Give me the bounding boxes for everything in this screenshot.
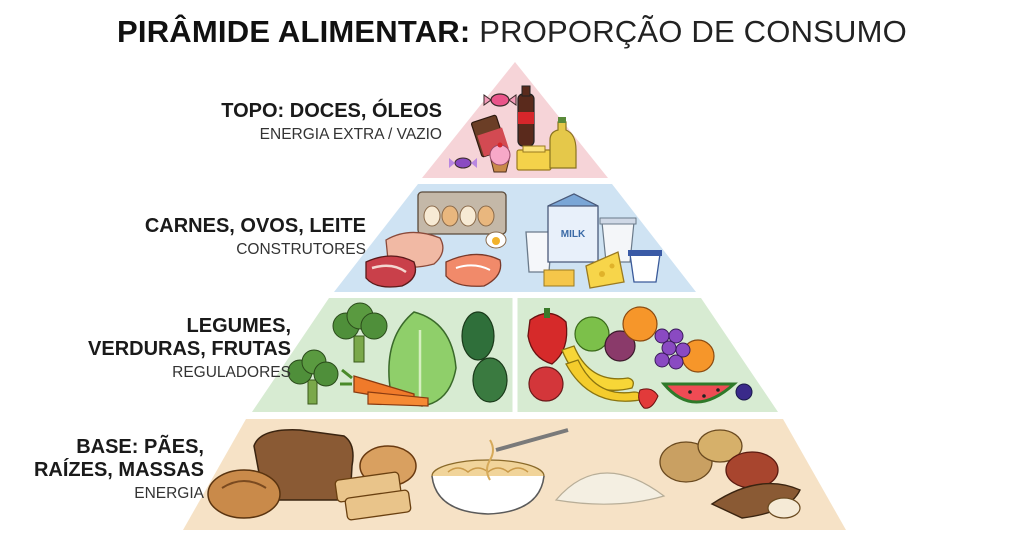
fish-icon [445,253,502,287]
tier-veg-heading-2: VERDURAS, FRUTAS [88,338,291,360]
wrapped-candy-icon [449,157,477,169]
cheese-icon [543,251,625,289]
broccoli-icon-2 [287,349,339,405]
title-bold: PIRÂMIDE ALIMENTAR: [117,14,471,49]
pasta-icon [431,428,569,515]
tier-protein-label: CARNES, OVOS, LEITE CONSTRUTORES [145,215,366,259]
tier-protein-subtitle: CONSTRUTORES [236,241,366,258]
cupcake-icon [489,142,511,173]
milk-label: MILK [561,229,586,240]
banana-icon [561,345,642,402]
watermelon-icon [660,382,738,404]
tier-base-heading-1: BASE: PÃES, [76,436,204,458]
tier-top-subtitle: ENERGIA EXTRA / VAZIO [259,126,442,143]
tier-veg-heading-1: LEGUMES, [186,315,291,337]
egg-carton-icon [417,191,507,249]
tier-top-label: TOPO: DOCES, ÓLEOS ENERGIA EXTRA / VAZIO [221,100,442,144]
tier-protein-heading: CARNES, OVOS, LEITE [144,215,366,237]
lettuce-icon [388,311,457,407]
butter-icon [516,145,552,171]
cassava-icon [710,482,801,519]
tier-veg-subtitle: REGULADORES [172,364,291,381]
oil-bottle-icon [549,117,577,169]
grape-icon [654,328,691,370]
apple-icon [528,316,636,402]
yogurt-cup-icon [599,217,637,263]
tier-base-subtitle: ENERGIA [134,485,204,502]
strawberry-icon [638,383,753,409]
soda-bottle-icon [517,85,535,147]
tier-top-heading: TOPO: DOCES, ÓLEOS [221,100,442,122]
bread-icon [207,429,417,521]
spinach-icon [461,311,508,403]
milk-carton-icon: MILK [547,193,599,263]
tier-base-label: BASE: PÃES, RAÍZES, MASSAS ENERGIA [34,436,204,503]
potato-icon [659,429,779,489]
yogurt-icon [628,250,662,283]
broccoli-icon [332,302,388,363]
candy-icon [483,93,517,107]
rice-icon [554,472,666,505]
tier-base-heading-2: RAÍZES, MASSAS [33,459,204,481]
page-title: PIRÂMIDE ALIMENTAR: PROPORÇÃO DE CONSUMO [0,14,1024,50]
title-light: PROPORÇÃO DE CONSUMO [479,14,907,49]
carrot-icon [340,368,429,407]
meat-icon [365,255,417,288]
tier-veg-label: LEGUMES, VERDURAS, FRUTAS REGULADORES [88,315,291,382]
